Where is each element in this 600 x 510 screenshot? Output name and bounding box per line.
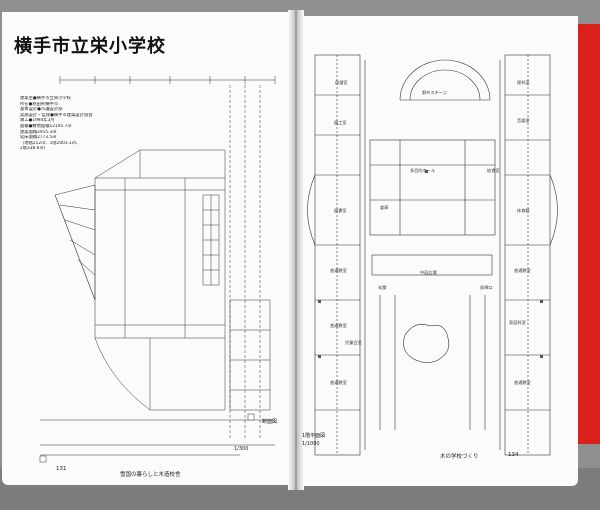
folio-title: 雪国の暮らしと木造校舎 <box>120 472 181 478</box>
room-label: 保健室 <box>335 80 348 85</box>
room-label: 普通教室 <box>514 268 531 273</box>
room-label: 図工室 <box>334 120 347 125</box>
room-label: 理科室 <box>517 80 530 85</box>
building-metadata: 建築主●横手市立栄小学校 所在●秋田県横手市 基本設計●市議設計部 実施設計・監… <box>20 96 110 152</box>
folio-number: 134 <box>508 452 519 458</box>
book-gutter <box>288 10 304 490</box>
room-label: 児童会室 <box>345 340 362 345</box>
room-label: 多目的ホール <box>410 168 436 173</box>
drawing-caption: 断面図 <box>262 419 278 425</box>
metadata-line: 2階338.6㎡） <box>20 146 48 152</box>
right-page <box>296 16 578 486</box>
metadata-line: 建築面積2915.3㎡ <box>20 129 57 135</box>
metadata-line: （地階212㎡、1階2003.1㎡、 <box>20 140 81 146</box>
room-label: 玄関 <box>378 285 387 290</box>
room-label: 図書室 <box>334 208 347 213</box>
folio-title: 木の学校づくり <box>440 454 479 460</box>
metadata-line: 延床面積2773.5㎡ <box>20 135 57 141</box>
room-label: 普通教室 <box>330 268 347 273</box>
red-cover-edge <box>574 24 600 444</box>
room-label: 中庭広場 <box>420 270 437 275</box>
metadata-line: 所在●秋田県横手市 <box>20 101 59 107</box>
plan-caption: 1階平面図 <box>302 433 326 439</box>
room-label: 家庭科室 <box>509 320 526 325</box>
room-label: 給食室 <box>487 168 500 173</box>
room-label: 体育館 <box>517 208 530 213</box>
folio-number: 131 <box>56 466 67 472</box>
room-label: 音楽室 <box>517 118 530 123</box>
room-label: 昇降口 <box>480 285 493 290</box>
metadata-line: 面積●敷地面積12195.7㎡ <box>20 123 72 129</box>
metadata-line: 基本設計●市議設計部 <box>20 107 63 113</box>
room-label: 野外ステージ <box>422 90 448 95</box>
room-label: 普通教室 <box>514 380 531 385</box>
room-label: 普通教室 <box>330 323 347 328</box>
room-label: 倉庫 <box>380 205 389 210</box>
room-label: 普通教室 <box>330 380 347 385</box>
metadata-line: 建築主●横手市立栄小学校 <box>20 96 72 101</box>
page-title: 横手市立栄小学校 <box>14 36 166 57</box>
left-page <box>2 12 294 485</box>
metadata-line: 竣工●1994年3月 <box>20 118 55 124</box>
metadata-line: 実施設計・監理●横手市建築設計協会 <box>20 112 93 118</box>
plan-scale: 1/1000 <box>302 441 320 447</box>
drawing-scale: 1/300 <box>234 446 249 452</box>
